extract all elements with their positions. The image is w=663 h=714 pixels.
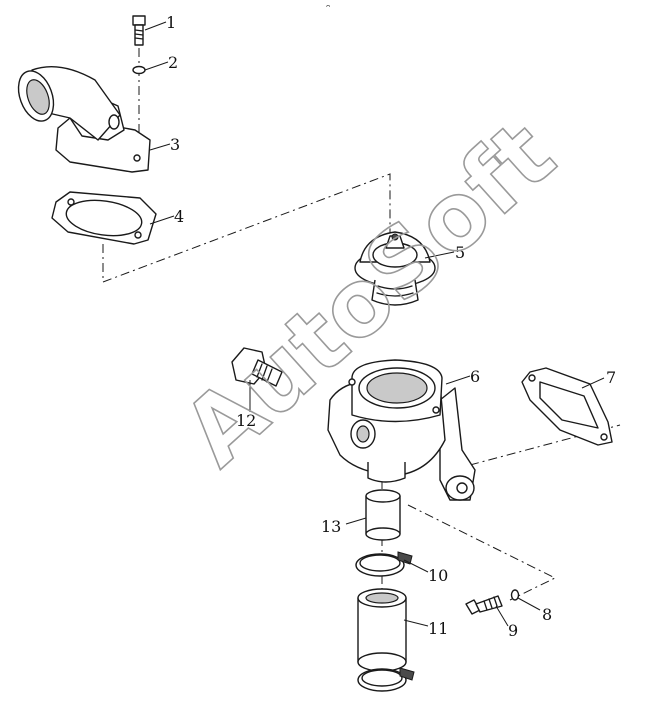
part-5-thermostat (354, 231, 436, 306)
part-12-temperature-sensor (231, 347, 283, 387)
part-4-gasket (51, 191, 157, 245)
callout-3: 3 (170, 135, 180, 154)
part-9-bolt (465, 595, 503, 615)
callout-2: 2 (168, 53, 178, 72)
callout-8: 8 (542, 605, 552, 624)
callout-1: 1 (166, 13, 176, 32)
part-7-gasket (521, 367, 613, 446)
part-1-bolt (132, 15, 146, 46)
lower-hose-clamp (357, 667, 415, 692)
callout-5: 5 (455, 243, 465, 262)
part-10-hose-clamp (355, 551, 413, 577)
callout-4: 4 (174, 207, 184, 226)
top-mark: ᵔ (326, 2, 331, 15)
part-11-hose (357, 588, 407, 672)
callout-7: 7 (606, 368, 616, 387)
callout-6: 6 (470, 367, 480, 386)
callout-9: 9 (508, 621, 518, 640)
callout-13: 13 (321, 517, 341, 536)
leader-lines (144, 21, 605, 627)
part-3-outlet-elbow (17, 65, 151, 173)
part-8-washer (510, 589, 520, 601)
part-6-thermostat-housing (327, 359, 476, 501)
callout-labels: 1 2 3 4 5 6 7 8 9 10 11 12 13 (166, 13, 616, 640)
callout-11: 11 (428, 619, 448, 638)
part-13-tube (365, 489, 401, 541)
callout-10: 10 (428, 566, 448, 585)
part-2-washer (132, 65, 146, 75)
callout-12: 12 (236, 411, 256, 430)
